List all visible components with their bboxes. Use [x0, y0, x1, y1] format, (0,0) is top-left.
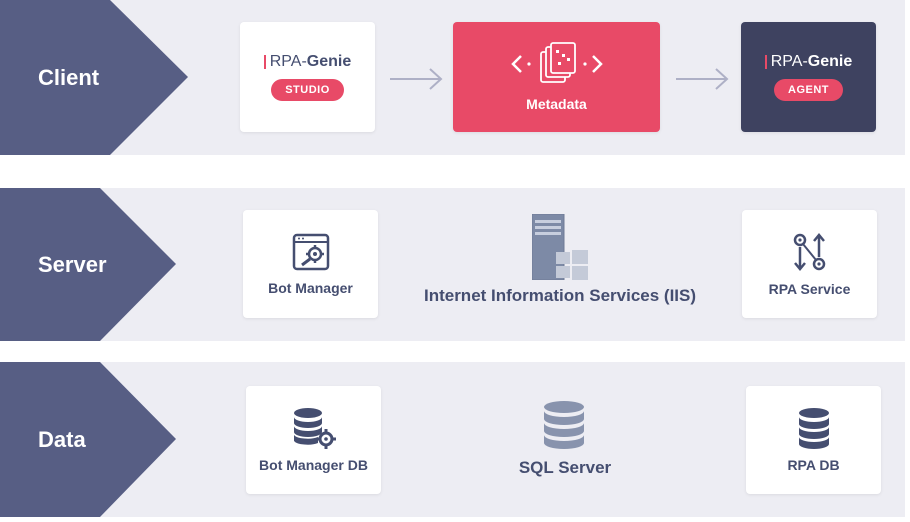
data-tier-label: Data	[38, 426, 86, 452]
database-gear-icon	[293, 408, 336, 449]
metadata-label: Metadata	[526, 96, 587, 112]
sql-server-database-icon	[544, 401, 584, 449]
rpa-genie-studio-card[interactable]: RPA- Genie STUDIO	[240, 22, 375, 132]
bot-manager-db-card[interactable]: Bot Manager DB	[246, 386, 381, 494]
arrow-right-icon	[676, 68, 729, 90]
metadata-card[interactable]: Metadata	[453, 22, 660, 132]
metadata-icon	[510, 42, 603, 83]
arrow-right-icon	[390, 68, 443, 90]
brand-mark-icon	[263, 55, 266, 69]
agent-brand-prefix: RPA-	[770, 53, 808, 70]
server-tier-tab: Server	[0, 188, 180, 341]
database-icon	[798, 408, 829, 449]
sql-server-label: SQL Server	[518, 458, 612, 477]
brand-mark-icon	[764, 55, 767, 69]
bot-manager-label: Bot Manager	[268, 280, 353, 296]
bot-manager-icon	[292, 233, 329, 271]
data-tier-tab: Data	[0, 362, 180, 517]
agent-badge: AGENT	[774, 79, 843, 101]
agent-brand: RPA- Genie	[764, 53, 853, 71]
client-band: Client RPA- Genie STUDIO Metadata	[0, 0, 905, 155]
client-tier-tab: Client	[0, 0, 190, 155]
iis-server-icon	[532, 214, 588, 280]
rpa-db-label: RPA DB	[787, 457, 840, 473]
agent-brand-name: Genie	[807, 53, 853, 70]
client-tier-shape	[0, 0, 188, 155]
studio-badge: STUDIO	[271, 79, 344, 101]
server-tier-label: Server	[38, 251, 107, 277]
rpa-genie-agent-card[interactable]: RPA- Genie AGENT	[741, 22, 876, 132]
studio-brand-name: Genie	[306, 53, 352, 70]
data-band: Data Bot Manager DB SQL Server	[0, 362, 905, 517]
iis-label: Internet Information Services (IIS)	[423, 286, 697, 305]
client-tier-label: Client	[38, 64, 100, 90]
data-tier-shape	[0, 362, 176, 517]
studio-brand: RPA- Genie	[263, 53, 352, 71]
server-band: Server Bot Manager Internet Information …	[0, 188, 905, 341]
server-tier-shape	[0, 188, 176, 341]
studio-brand-prefix: RPA-	[269, 53, 307, 70]
bot-manager-card[interactable]: Bot Manager	[243, 210, 378, 318]
rpa-service-icon	[793, 233, 825, 271]
rpa-service-label: RPA Service	[768, 281, 851, 297]
rpa-service-card[interactable]: RPA Service	[742, 210, 877, 318]
bot-manager-db-label: Bot Manager DB	[259, 457, 368, 473]
rpa-db-card[interactable]: RPA DB	[746, 386, 881, 494]
